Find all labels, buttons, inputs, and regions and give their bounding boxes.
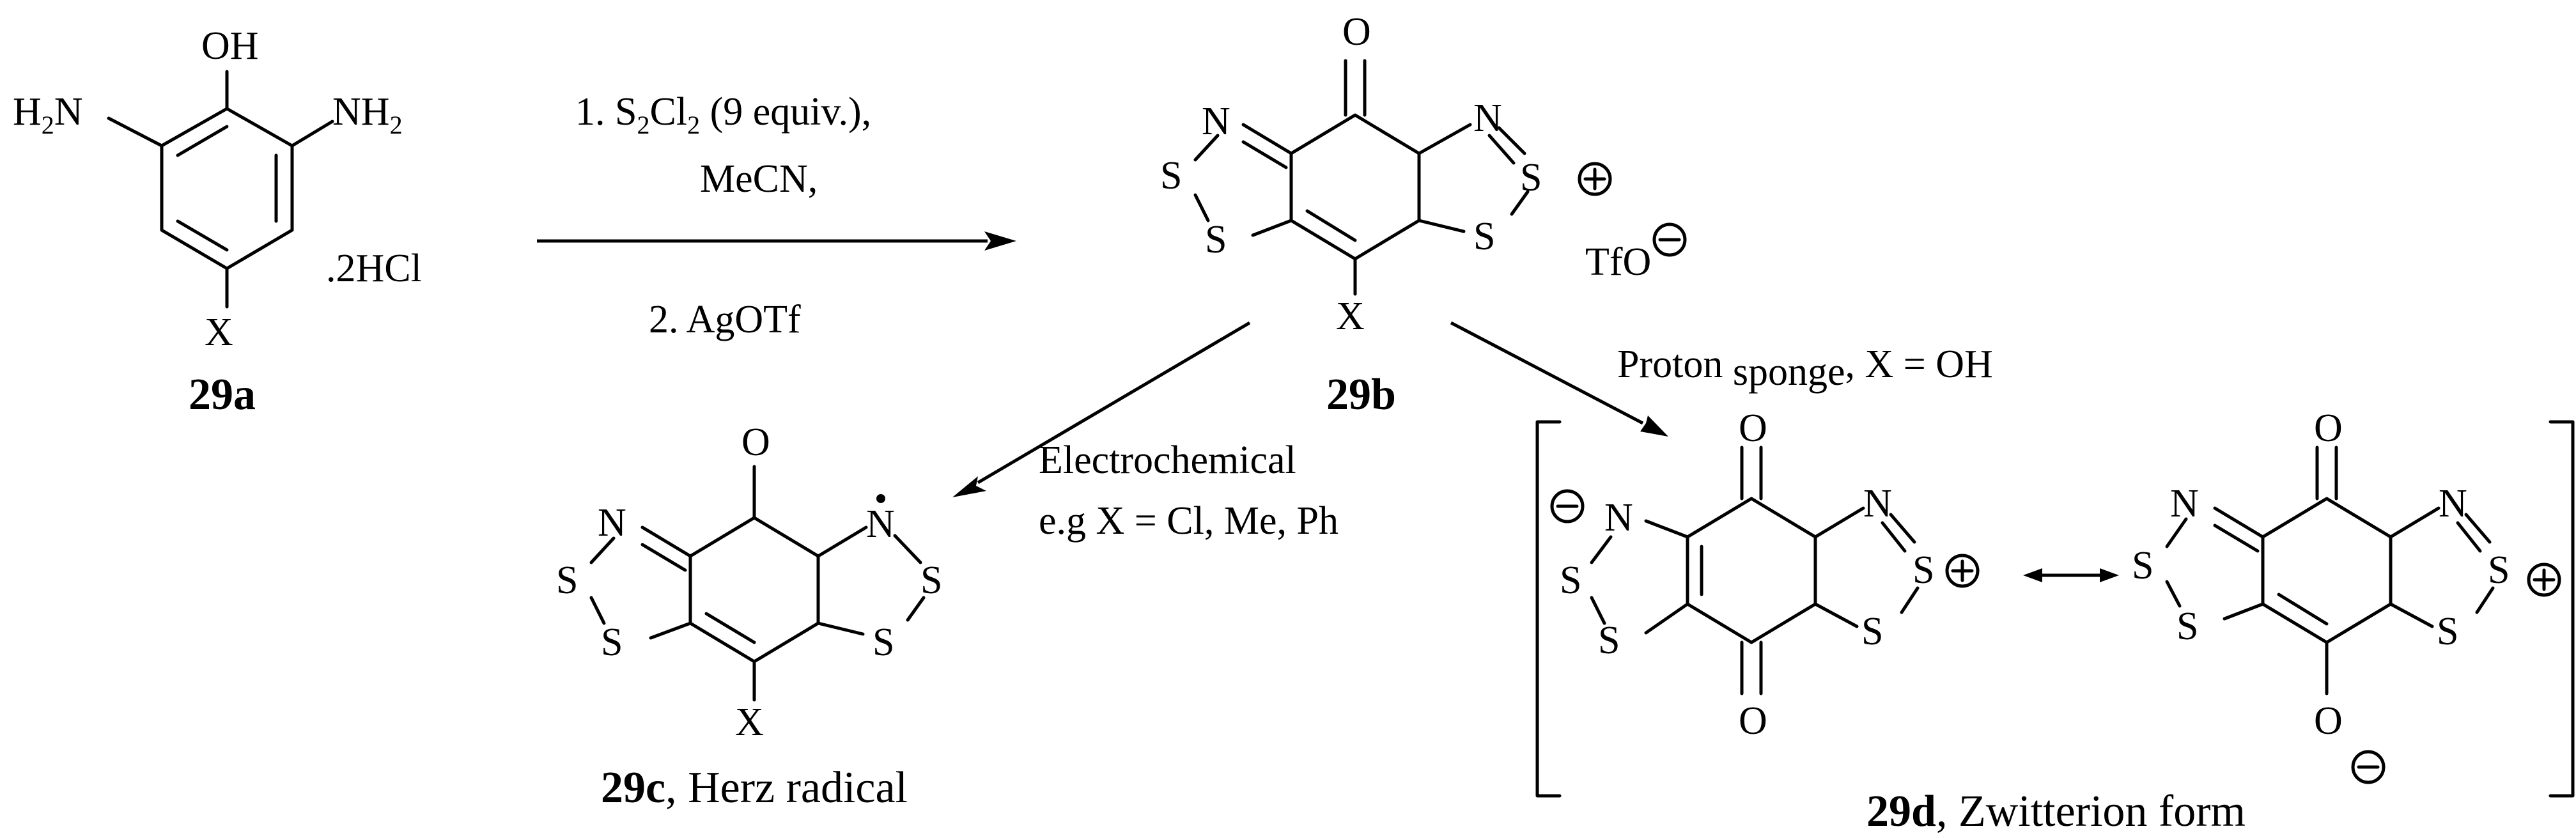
atom-x: X xyxy=(1336,295,1365,338)
atom-s-left-bottom: S xyxy=(1205,218,1227,261)
atom-s-left-bottom: S xyxy=(1598,619,1620,662)
oh-label: OH xyxy=(201,24,259,68)
plus-charge-icon xyxy=(2527,563,2561,597)
atom-o-top: O xyxy=(1739,407,1767,450)
atom-s-left-bottom: S xyxy=(601,621,623,664)
nh2-label: NH2 xyxy=(332,90,403,139)
reaction-3-label: Proton sponge, X = OH xyxy=(1617,343,1993,394)
minus-charge-icon xyxy=(1550,489,1585,524)
radical-dot-icon xyxy=(876,494,885,503)
reaction-arrow-1: 1. S2Cl2 (9 equiv.), MeCN, 2. AgOTf xyxy=(537,90,1016,341)
reaction-1-solvent: MeCN, xyxy=(700,157,818,201)
salt-label: .2HCl xyxy=(326,247,422,290)
reaction-2-line1: Electrochemical xyxy=(1039,438,1296,482)
atom-s-right-bottom: S xyxy=(1861,610,1883,653)
atom-s-right-top: S xyxy=(2488,548,2510,592)
atom-o-bottom: O xyxy=(1739,699,1767,743)
plus-charge-icon xyxy=(1945,554,1980,588)
minus-charge-icon xyxy=(1652,222,1687,257)
compound-29a: OH H2N NH2 X .2HCl 29a xyxy=(13,24,422,419)
atom-s-right-bottom: S xyxy=(873,621,894,664)
reaction-arrow-3: Proton sponge, X = OH xyxy=(1450,321,1993,437)
atom-s-right-top: S xyxy=(1913,548,1934,592)
atom-n-left: N xyxy=(598,501,626,545)
reaction-2-line2: e.g X = Cl, Me, Ph xyxy=(1039,499,1338,543)
atom-o: O xyxy=(1342,10,1371,54)
compound-29d-form-b: O O N S S N S S xyxy=(2132,407,2561,784)
atom-x: X xyxy=(735,701,764,744)
counterion-label: TfO xyxy=(1585,240,1651,284)
atom-n-right: N xyxy=(1863,482,1892,525)
atom-n-left: N xyxy=(2170,482,2199,525)
atom-n-left: N xyxy=(1202,100,1230,143)
resonance-arrow-icon xyxy=(2023,568,2119,582)
atom-s-right-top: S xyxy=(1520,156,1542,199)
atom-s-right-bottom: S xyxy=(1473,215,1495,258)
x-label: X xyxy=(205,311,233,354)
reaction-arrow-2: Electrochemical e.g X = Cl, Me, Ph xyxy=(952,321,1338,543)
atom-o: O xyxy=(741,421,770,464)
reaction-1-step1: 1. S2Cl2 (9 equiv.), xyxy=(575,90,871,139)
atom-s-right-top: S xyxy=(920,559,942,602)
atom-s-left-top: S xyxy=(1160,154,1182,198)
compound-label-29a: 29a xyxy=(189,370,256,419)
compound-29b: O N S S N S S X TfO 29b xyxy=(1160,10,1687,419)
compound-label-29b: 29b xyxy=(1326,370,1396,419)
atom-o-top: O xyxy=(2314,407,2343,450)
atom-n-right: N xyxy=(866,502,895,546)
resonance-brackets xyxy=(1535,420,2575,798)
compound-caption-29d: 29d, Zwitterion form xyxy=(1866,787,2246,836)
compound-29c: O N S S N S S X 29c, Herz radical xyxy=(556,421,942,812)
atom-n-left: N xyxy=(1604,496,1633,539)
atom-s-left-top: S xyxy=(556,559,578,602)
atom-n-right: N xyxy=(1473,97,1502,140)
plus-charge-icon xyxy=(1578,162,1612,196)
atom-s-left-top: S xyxy=(1560,559,1581,602)
minus-charge-icon xyxy=(2351,750,2386,784)
h2n-label: H2N xyxy=(13,90,83,139)
atom-s-left-bottom: S xyxy=(2176,605,2198,648)
atom-n-right: N xyxy=(2439,482,2467,525)
compound-29d-form-a: O O N S S N S S xyxy=(1550,407,1980,743)
reaction-1-step2: 2. AgOTf xyxy=(649,298,801,341)
atom-s-right-bottom: S xyxy=(2437,610,2458,653)
compound-caption-29c: 29c, Herz radical xyxy=(601,763,908,812)
atom-s-left-top: S xyxy=(2132,544,2153,587)
atom-o-bottom: O xyxy=(2314,699,2343,743)
